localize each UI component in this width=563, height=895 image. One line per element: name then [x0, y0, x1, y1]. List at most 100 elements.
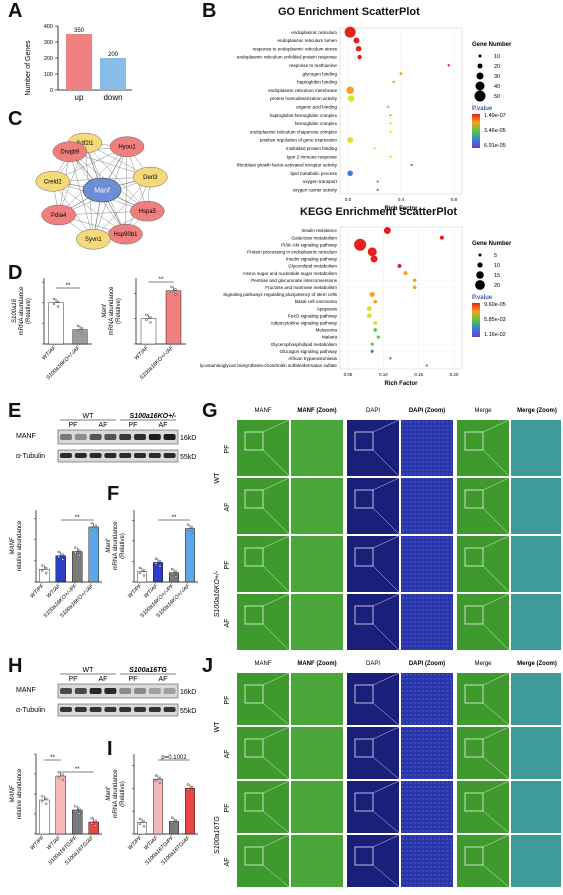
keggChart-size-legend-title: Gene Number	[472, 241, 512, 247]
microJ-zoom-line	[372, 864, 400, 888]
keggChart-term-label: Amino sugar and nucleotide sugar metabol…	[243, 271, 338, 276]
wb-band-tubulin	[134, 453, 146, 458]
microJ-column-header: DAPI	[366, 661, 380, 667]
chartD1-bar	[72, 329, 88, 345]
goChart-term-label: endoplasmic reticulum membrane	[268, 88, 337, 93]
chartH-sig-label: **	[75, 767, 80, 773]
panel-a-ylabel: Number of Genes	[25, 40, 32, 96]
ppi-network: Sdf2l1Hyou1Derl3Hspa5Hsp90b1Syvn1Pdia4Cr…	[35, 132, 168, 250]
chartI-bar	[153, 778, 164, 835]
microG-zoom-line	[482, 593, 510, 607]
microJ-image-tile	[291, 673, 343, 725]
keggChart-size-legend-dot	[478, 253, 482, 257]
goChart-point	[347, 95, 355, 102]
wb-e-manf-strip	[57, 429, 179, 445]
wb-band-tubulin	[74, 453, 87, 458]
wb-e-tubulin-label: α-Tubulin	[16, 453, 45, 460]
chartF-dot	[174, 575, 178, 578]
chartI-dot	[170, 821, 174, 824]
goChart-point	[347, 137, 354, 144]
goChart-term-label: endoplasmic reticulum chaperone complex	[250, 129, 338, 134]
chartH-dot	[61, 778, 64, 781]
microJ-column-header: DAPI (Zoom)	[409, 661, 445, 667]
wb-band-manf	[119, 688, 132, 694]
wb-band-tubulin	[134, 707, 146, 712]
goChart-xtick-label: 0.8	[451, 197, 458, 202]
goChart-xtick-label: 0.0	[345, 197, 352, 202]
chartF-dot	[186, 528, 190, 531]
network-node	[108, 223, 143, 245]
keggChart-point	[412, 285, 417, 290]
microJ-zoom-line	[262, 834, 290, 848]
wb-h-pf2: PF	[129, 676, 138, 683]
microG-zoom-box	[244, 547, 264, 567]
microG-zoom-line	[482, 449, 510, 477]
panel-label-g: G	[202, 400, 218, 422]
network-edge	[52, 181, 126, 235]
microG-zoom-box	[464, 431, 484, 451]
wb-h-af2: AF	[159, 676, 168, 683]
chartH-ylabel: MANF	[10, 785, 16, 802]
wb-e-pf2: PF	[129, 422, 138, 429]
microG-image-tile	[511, 536, 561, 592]
chartD1-ylabel: mRNA abundance	[19, 286, 25, 335]
microG-dapi-nuclei	[401, 536, 453, 592]
microJ-zoom-line	[262, 672, 290, 686]
kegg-title: KEGG Enrichment ScatterPlot	[300, 206, 458, 218]
chartI-dot	[190, 790, 194, 794]
microJ-zoom-line	[482, 834, 510, 848]
microJ-zoom-line	[262, 756, 290, 780]
microJ-zoom-line	[262, 702, 290, 726]
microJ-image-tile	[291, 727, 343, 779]
keggChart-term-label: Melanoma	[316, 328, 338, 333]
microJ-zoom-box	[464, 738, 484, 758]
microJ-zoom-line	[372, 726, 400, 740]
keggChart-point	[370, 342, 374, 346]
wb-h-16kd: 16kD	[180, 689, 196, 696]
chartE-dot	[94, 529, 97, 532]
microG-zoom-line	[372, 623, 400, 651]
chartH-group-label: S100a16TG/AF	[64, 835, 96, 867]
goChart-term-label: haptoglobin binding	[297, 80, 337, 85]
keggChart-term-label: Glycerophospholipid metabolism	[271, 342, 338, 347]
network-center-label: Manf	[94, 188, 110, 195]
wb-band-manf	[104, 434, 117, 440]
chartD1-group-label: WT/AF	[41, 345, 58, 362]
keggChart-point	[370, 255, 378, 263]
microG-zoom-line	[372, 419, 400, 433]
microJ-zoom-box	[354, 846, 374, 866]
wb-band-manf	[163, 688, 176, 694]
goChart-size-legend-title: Gene Number	[472, 42, 512, 48]
microJ-zoom-line	[372, 834, 400, 848]
network-node	[133, 166, 168, 188]
microG-zoom-line	[262, 593, 290, 607]
microG-zoom-box	[244, 431, 264, 451]
chartI-ylabel: (Relative)	[120, 781, 126, 807]
microJ-zoom-box	[354, 684, 374, 704]
network-node	[35, 171, 71, 192]
goChart-size-legend-dot	[476, 72, 484, 80]
keggChart-size-legend-dot	[476, 271, 484, 279]
goChart-term-label: haptoglobin-hemoglobin complex	[270, 113, 338, 118]
microG-zoom-line	[372, 477, 400, 491]
chartD2-dot	[145, 318, 148, 322]
chartH-bar	[55, 775, 66, 835]
network-node	[41, 204, 76, 226]
wb-band-tubulin	[74, 707, 87, 712]
chartF-dot	[186, 523, 190, 526]
wb-band-tubulin	[163, 707, 176, 712]
chartH-ylabel: relative abundance	[17, 768, 23, 819]
microG-zoom-line	[372, 449, 400, 477]
microJ-zoom-line	[372, 810, 400, 834]
chartE-ylabel: relative abundance	[17, 520, 23, 571]
microG-row-label: PF	[224, 561, 231, 570]
chartI-bar	[184, 788, 195, 835]
keggChart-term-label: Glycerolipid metabolism	[288, 264, 337, 269]
wb-band-tubulin	[148, 453, 161, 458]
goChart-term-label: endoplasmic reticulum	[291, 30, 337, 35]
chartH-dot	[74, 810, 77, 813]
wb-band-manf	[89, 688, 102, 694]
chartD2-dot	[170, 285, 173, 289]
